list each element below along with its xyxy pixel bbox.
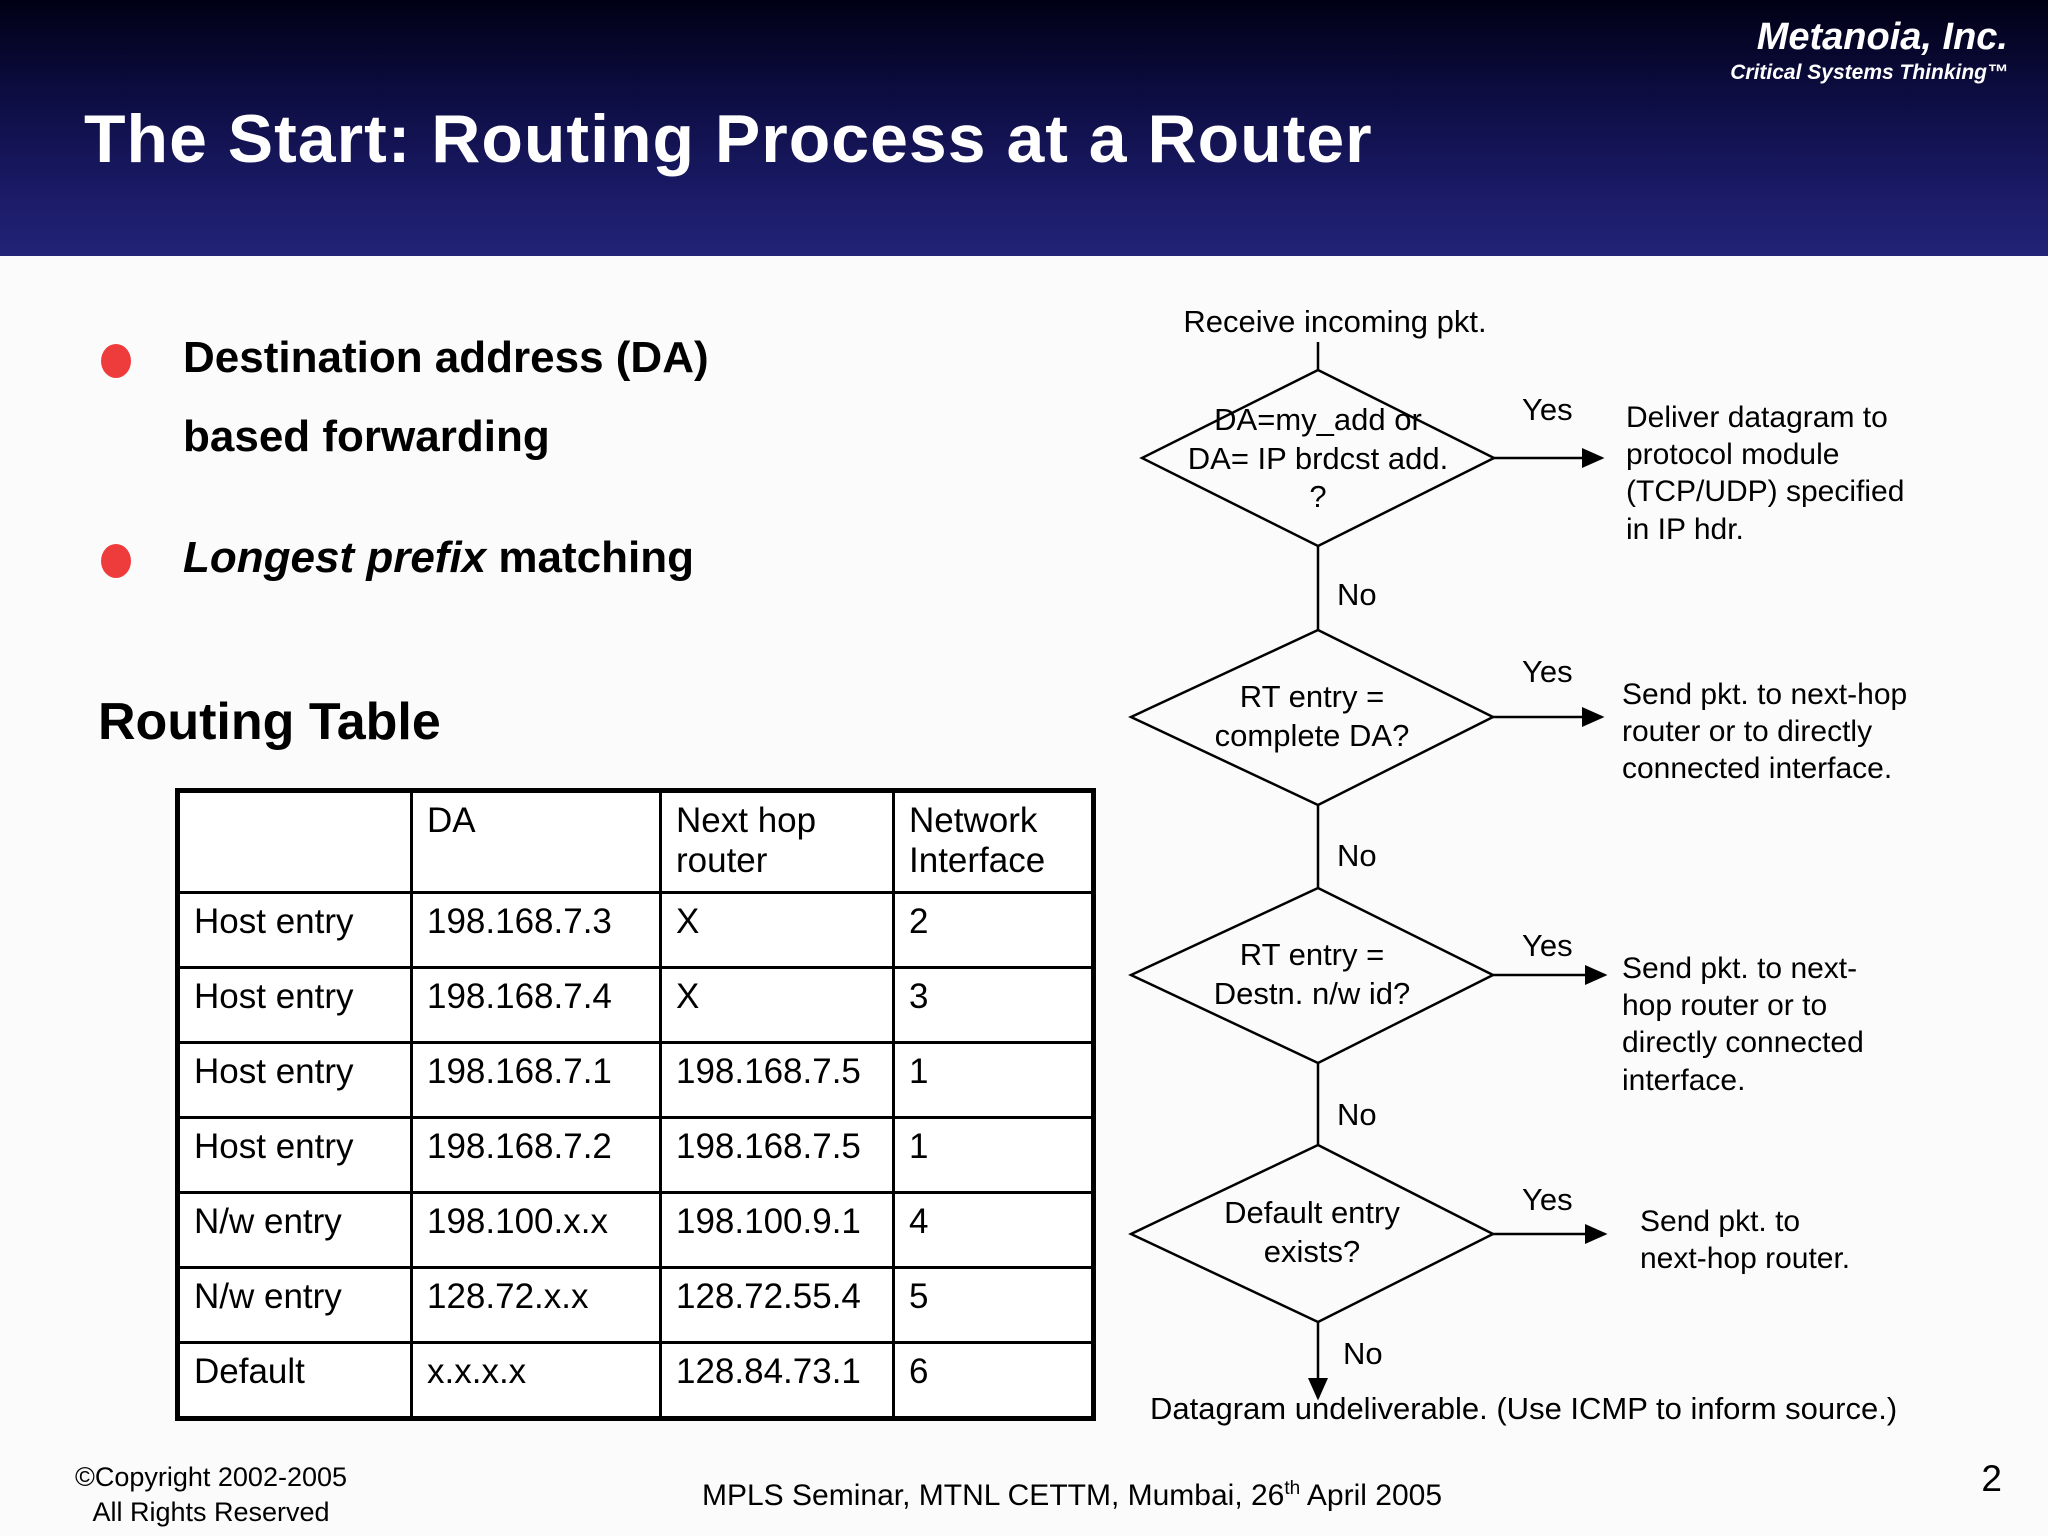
table-row: Host entry 198.168.7.2 198.168.7.5 1 xyxy=(176,1116,1095,1194)
copyright-notice: ©Copyright 2002-2005 All Rights Reserved xyxy=(66,1460,356,1530)
cell-interface: 6 xyxy=(892,1341,1095,1420)
bullet-text: Longest prefix matching xyxy=(183,533,694,582)
no-label: No xyxy=(1337,838,1377,873)
routing-table: DA Next hop router Network Interface Hos… xyxy=(175,788,1096,1421)
table-row: N/w entry 198.100.x.x 198.100.9.1 4 xyxy=(176,1191,1095,1269)
cell-next-hop: 128.72.55.4 xyxy=(659,1266,895,1344)
yes-label: Yes xyxy=(1522,1182,1573,1217)
column-header: Network Interface xyxy=(892,789,1095,894)
seminar-text-tail: April 2005 xyxy=(1300,1479,1443,1512)
flow-end-label: Datagram undeliverable. (Use ICMP to inf… xyxy=(1150,1391,1898,1426)
table-row: Host entry 198.168.7.3 X 2 xyxy=(176,891,1095,969)
cell-entry-type: Host entry xyxy=(176,966,413,1044)
cell-da: x.x.x.x xyxy=(410,1341,662,1420)
seminar-text: MPLS Seminar, MTNL CETTM, Mumbai, 26 xyxy=(702,1479,1285,1512)
cell-entry-type: Default xyxy=(176,1341,413,1420)
bullet-icon xyxy=(101,344,131,378)
seminar-superscript: th xyxy=(1284,1478,1301,1499)
cell-entry-type: Host entry xyxy=(176,891,413,969)
no-label: No xyxy=(1337,1097,1377,1132)
cell-da: 198.168.7.1 xyxy=(410,1041,662,1119)
cell-da: 198.168.7.3 xyxy=(410,891,662,969)
page-number: 2 xyxy=(1981,1458,2002,1499)
cell-da: 198.168.7.4 xyxy=(410,966,662,1044)
seminar-caption: MPLS Seminar, MTNL CETTM, Mumbai, 26th A… xyxy=(702,1478,1442,1513)
bullet-icon xyxy=(101,544,131,579)
list-item: Destination address (DA) based forwardin… xyxy=(95,318,835,476)
cell-entry-type: N/w entry xyxy=(176,1266,413,1344)
column-header: Next hop router xyxy=(659,789,895,894)
bullet-list: Destination address (DA) based forwardin… xyxy=(95,318,835,598)
cell-interface: 5 xyxy=(892,1266,1095,1344)
yes-label: Yes xyxy=(1522,928,1573,963)
cell-next-hop: 198.100.9.1 xyxy=(659,1191,895,1269)
header-banner: Metanoia, Inc. Critical Systems Thinking… xyxy=(0,0,2048,256)
cell-entry-type: Host entry xyxy=(176,1041,413,1119)
copyright-line1: ©Copyright 2002-2005 xyxy=(74,1462,348,1492)
yes-action-1: Deliver datagram to protocol module (TCP… xyxy=(1626,401,1905,546)
bullet-text-italic: Longest prefix xyxy=(183,533,487,583)
yes-label: Yes xyxy=(1522,654,1573,689)
cell-interface: 4 xyxy=(892,1191,1095,1269)
yes-action-4: Send pkt. to next-hop router. xyxy=(1640,1205,1851,1276)
cell-next-hop: X xyxy=(659,891,895,969)
table-row: N/w entry 128.72.x.x 128.72.55.4 5 xyxy=(176,1266,1095,1344)
table-header-row: DA Next hop router Network Interface xyxy=(176,789,1095,894)
decision-question-2: RT entry = complete DA? xyxy=(1214,679,1410,753)
decision-question-1: DA=my_add or DA= IP brdcst add. ? xyxy=(1187,401,1449,515)
company-tagline: Critical Systems Thinking™ xyxy=(1730,60,2008,84)
bullet-text-rest: matching xyxy=(486,533,694,583)
cell-next-hop: X xyxy=(659,966,895,1044)
list-item: Longest prefix matching xyxy=(95,518,835,597)
cell-da: 198.100.x.x xyxy=(410,1191,662,1269)
table-row: Host entry 198.168.7.4 X 3 xyxy=(176,966,1095,1044)
company-logo: Metanoia, Inc. Critical Systems Thinking… xyxy=(1730,16,2008,85)
no-label: No xyxy=(1343,1336,1383,1371)
decision-question-3: RT entry = Destn. n/w id? xyxy=(1213,937,1411,1011)
cell-entry-type: N/w entry xyxy=(176,1191,413,1269)
table-row: Host entry 198.168.7.1 198.168.7.5 1 xyxy=(176,1041,1095,1119)
yes-label: Yes xyxy=(1522,392,1573,427)
bullet-text: Destination address (DA) based forwardin… xyxy=(183,333,709,462)
cell-next-hop: 128.84.73.1 xyxy=(659,1341,895,1420)
yes-action-3: Send pkt. to next- hop router or to dire… xyxy=(1622,952,1864,1097)
routing-table-heading: Routing Table xyxy=(98,693,441,751)
copyright-line2: All Rights Reserved xyxy=(92,1497,330,1528)
cell-next-hop: 198.168.7.5 xyxy=(659,1116,895,1194)
cell-interface: 2 xyxy=(892,891,1095,969)
cell-interface: 1 xyxy=(892,1116,1095,1194)
page-title: The Start: Routing Process at a Router xyxy=(84,101,1373,177)
cell-interface: 1 xyxy=(892,1041,1095,1119)
cell-entry-type: Host entry xyxy=(176,1116,413,1194)
yes-action-2: Send pkt. to next-hop router or to direc… xyxy=(1622,678,1908,786)
column-header xyxy=(176,789,413,894)
table-row: Default x.x.x.x 128.84.73.1 6 xyxy=(176,1341,1095,1420)
cell-next-hop: 198.168.7.5 xyxy=(659,1041,895,1119)
no-label: No xyxy=(1337,577,1377,612)
column-header: DA xyxy=(410,789,662,894)
cell-da: 198.168.7.2 xyxy=(410,1116,662,1194)
decision-question-4: Default entry exists? xyxy=(1224,1195,1400,1269)
flow-start-label: Receive incoming pkt. xyxy=(1183,304,1487,339)
cell-da: 128.72.x.x xyxy=(410,1266,662,1344)
cell-interface: 3 xyxy=(892,966,1095,1044)
company-name: Metanoia, Inc. xyxy=(1756,16,2008,58)
